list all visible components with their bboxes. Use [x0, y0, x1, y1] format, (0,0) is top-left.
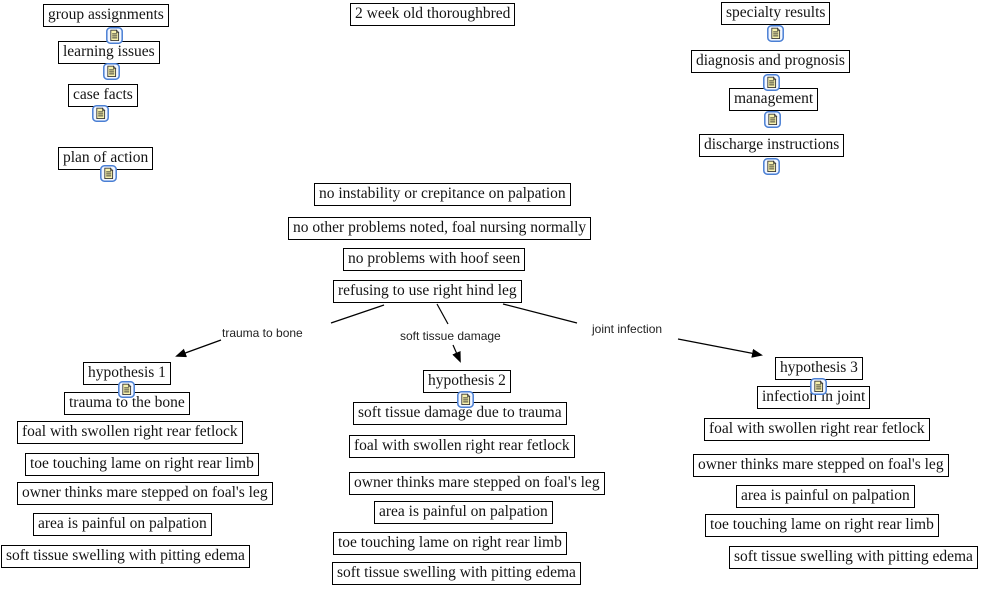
- resource-document-icon: [106, 27, 123, 44]
- node-h2-area-painful[interactable]: area is painful on palpation: [374, 501, 553, 524]
- resource-document-icon: [767, 25, 784, 42]
- resource-link-diagnosis-and-prognosis[interactable]: [763, 74, 780, 91]
- node-h3-foal-swollen-fetlock[interactable]: foal with swollen right rear fetlock: [704, 418, 930, 441]
- node-specialty-results[interactable]: specialty results: [721, 2, 831, 25]
- node-no-other-problems[interactable]: no other problems noted, foal nursing no…: [288, 217, 592, 240]
- resource-document-icon: [100, 165, 117, 182]
- node-h2-soft-tissue-swelling[interactable]: soft tissue swelling with pitting edema: [332, 562, 581, 585]
- resource-link-plan-of-action[interactable]: [100, 165, 117, 182]
- node-plan-of-action[interactable]: plan of action: [58, 147, 154, 170]
- resource-document-icon: [810, 378, 827, 395]
- link-line-joint-lower: [677, 338, 763, 358]
- resource-document-icon: [118, 381, 135, 398]
- link-line-soft-tissue-upper: [436, 303, 449, 325]
- link-line-trauma-lower: [175, 339, 222, 358]
- resource-document-icon: [103, 63, 120, 80]
- node-h1-toe-touching-lame[interactable]: toe touching lame on right rear limb: [25, 453, 259, 476]
- resource-document-icon: [92, 105, 109, 122]
- node-case-facts[interactable]: case facts: [68, 84, 138, 107]
- node-management[interactable]: management: [729, 88, 819, 111]
- link-label-soft-tissue-damage[interactable]: soft tissue damage: [400, 329, 501, 343]
- node-hypothesis-3[interactable]: hypothesis 3: [775, 357, 863, 380]
- node-h1-area-painful[interactable]: area is painful on palpation: [33, 513, 212, 536]
- node-h3-owner-thinks-mare[interactable]: owner thinks mare stepped on foal's leg: [693, 454, 949, 477]
- node-h2-foal-swollen-fetlock[interactable]: foal with swollen right rear fetlock: [349, 435, 575, 458]
- resource-link-management[interactable]: [764, 111, 781, 128]
- link-label-joint-infection[interactable]: joint infection: [592, 322, 663, 336]
- node-no-problems-hoof[interactable]: no problems with hoof seen: [343, 248, 526, 271]
- node-h1-soft-tissue-swelling[interactable]: soft tissue swelling with pitting edema: [1, 545, 250, 568]
- resource-link-group-assignments[interactable]: [106, 27, 123, 44]
- resource-document-icon: [457, 391, 474, 408]
- resource-link-learning-issues[interactable]: [103, 63, 120, 80]
- node-h1-foal-swollen-fetlock[interactable]: foal with swollen right rear fetlock: [17, 421, 243, 444]
- node-h3-area-painful[interactable]: area is painful on palpation: [736, 485, 915, 508]
- resource-link-hypothesis-2[interactable]: [457, 391, 474, 408]
- link-line-trauma-upper: [330, 304, 385, 324]
- node-h3-toe-touching-lame[interactable]: toe touching lame on right rear limb: [705, 514, 939, 537]
- node-no-instability[interactable]: no instability or crepitance on palpatio…: [314, 183, 571, 206]
- node-refusing-right-hind-leg[interactable]: refusing to use right hind leg: [333, 280, 522, 303]
- node-h2-toe-touching-lame[interactable]: toe touching lame on right rear limb: [333, 532, 567, 555]
- node-discharge-instructions[interactable]: discharge instructions: [699, 134, 845, 157]
- node-diagnosis-and-prognosis[interactable]: diagnosis and prognosis: [691, 50, 850, 73]
- link-line-soft-tissue-lower: [452, 344, 461, 363]
- resource-document-icon: [763, 74, 780, 91]
- resource-link-hypothesis-1[interactable]: [118, 381, 135, 398]
- node-h3-soft-tissue-swelling[interactable]: soft tissue swelling with pitting edema: [729, 546, 978, 569]
- node-h1-owner-thinks-mare[interactable]: owner thinks mare stepped on foal's leg: [17, 482, 273, 505]
- link-label-trauma-to-bone[interactable]: trauma to bone: [222, 326, 303, 340]
- node-h2-owner-thinks-mare[interactable]: owner thinks mare stepped on foal's leg: [349, 472, 605, 495]
- node-soft-tissue-damage-trauma[interactable]: soft tissue damage due to trauma: [353, 402, 567, 425]
- resource-document-icon: [764, 111, 781, 128]
- node-hypothesis-2[interactable]: hypothesis 2: [423, 370, 511, 393]
- node-infection-in-joint[interactable]: infection in joint: [757, 386, 871, 409]
- node-group-assignments[interactable]: group assignments: [43, 4, 169, 27]
- resource-link-discharge-instructions[interactable]: [763, 158, 780, 175]
- node-learning-issues[interactable]: learning issues: [58, 41, 160, 64]
- link-line-joint-upper: [502, 303, 578, 324]
- resource-link-case-facts[interactable]: [92, 105, 109, 122]
- resource-link-hypothesis-3[interactable]: [810, 378, 827, 395]
- node-case-title[interactable]: 2 week old thoroughbred: [350, 3, 516, 26]
- resource-document-icon: [763, 158, 780, 175]
- resource-link-specialty-results[interactable]: [767, 25, 784, 42]
